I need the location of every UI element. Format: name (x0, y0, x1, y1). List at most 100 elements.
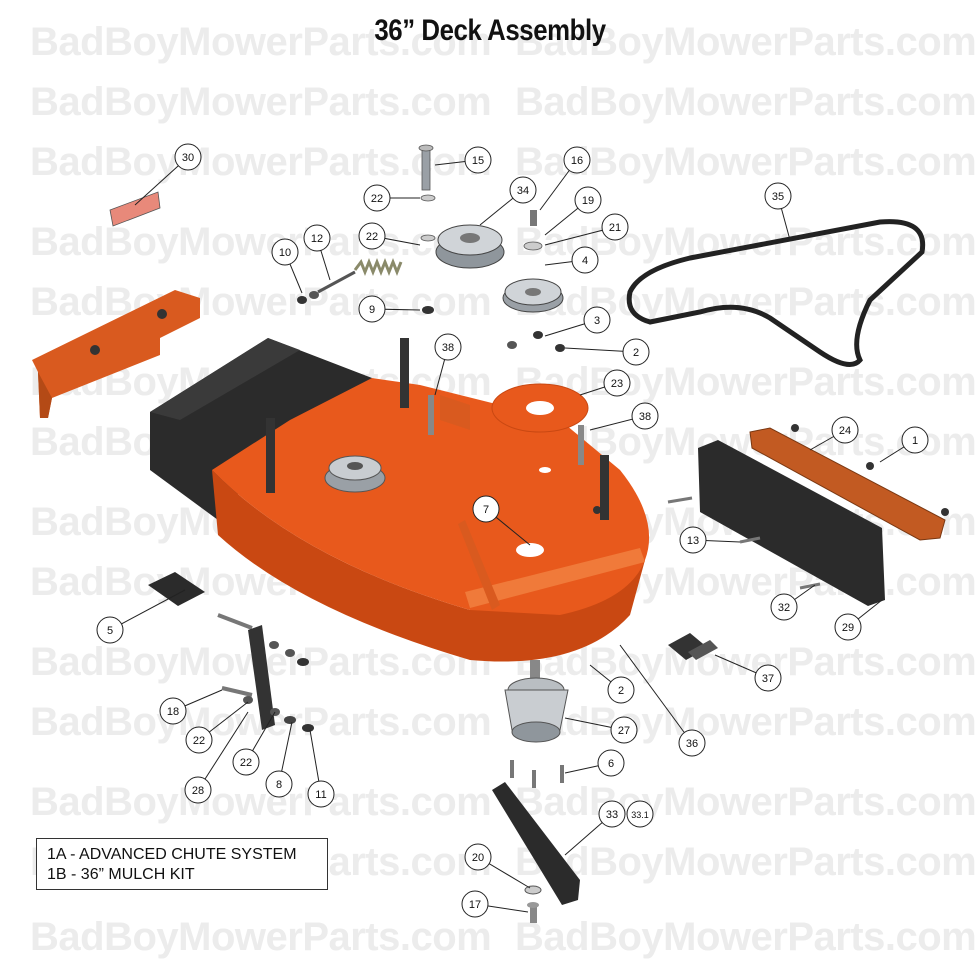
callout-2: 2 (622, 338, 650, 366)
callout-7: 7 (472, 495, 500, 523)
callout-bubble (461, 890, 489, 918)
callout-label: 36 (686, 738, 698, 750)
callout-bubble (831, 416, 859, 444)
baffle-parts (667, 424, 949, 606)
callout-23: 23 (603, 369, 631, 397)
callout-label: 27 (618, 725, 630, 737)
watermark-text: BadBoyMowerParts.com (30, 220, 492, 264)
callout-bubble (603, 369, 631, 397)
callout-label: 17 (469, 899, 481, 911)
callout-bubble (363, 184, 391, 212)
callout-label: 5 (107, 625, 113, 637)
callout-17: 17 (461, 890, 489, 918)
callout-label: 16 (571, 155, 583, 167)
callout-28: 28 (184, 776, 212, 804)
callout-bubble (764, 182, 792, 210)
callout-2: 2 (607, 676, 635, 704)
callout-bubble (678, 729, 706, 757)
spindle-and-blade (492, 660, 580, 923)
callout-37: 37 (754, 664, 782, 692)
callout-29: 29 (834, 613, 862, 641)
callout-label: 22 (193, 735, 205, 747)
watermark-text: BadBoyMowerParts.com (515, 80, 977, 124)
callout-bubble (159, 697, 187, 725)
callout-label: 2 (618, 685, 624, 697)
callout-11: 11 (307, 780, 335, 808)
callout-label: 34 (517, 185, 529, 197)
callout-label: 38 (639, 411, 651, 423)
callout-label: 33.1 (631, 810, 649, 820)
deck-top (212, 378, 650, 615)
idler-assembly (297, 144, 505, 314)
callout-35: 35 (764, 182, 792, 210)
callout-label: 35 (772, 191, 784, 203)
callout-6: 6 (597, 749, 625, 777)
callout-bubble (583, 306, 611, 334)
callout-20: 20 (464, 843, 492, 871)
callout-label: 24 (839, 425, 851, 437)
callout-bubble (597, 749, 625, 777)
note-line: 1A - ADVANCED CHUTE SYSTEM (47, 846, 297, 863)
callout-label: 3 (594, 315, 600, 327)
leader-line (109, 589, 186, 631)
callout-bubble (464, 843, 492, 871)
callout-24: 24 (831, 416, 859, 444)
callout-bubble (574, 186, 602, 214)
warning-decal (148, 572, 205, 606)
callout-33: 33 (598, 800, 626, 828)
callout-label: 10 (279, 247, 291, 259)
callout-34: 34 (509, 176, 537, 204)
callout-label: 21 (609, 222, 621, 234)
callout-bubble (607, 676, 635, 704)
callout-13: 13 (679, 526, 707, 554)
callout-bubble (174, 143, 202, 171)
decal (109, 191, 161, 227)
callout-bubble (509, 176, 537, 204)
callout-bubble (770, 593, 798, 621)
callout-bubble (563, 146, 591, 174)
callout-22: 22 (185, 726, 213, 754)
callout-label: 33 (606, 809, 618, 821)
deck-housing (150, 338, 650, 662)
callout-label: 6 (608, 758, 614, 770)
callout-bubble (754, 664, 782, 692)
callout-label: 9 (369, 304, 375, 316)
watermark-text: BadBoyMowerParts.com (515, 780, 977, 824)
callout-4: 4 (571, 246, 599, 274)
callout-22: 22 (363, 184, 391, 212)
spindle-pulley-stack (428, 210, 589, 465)
watermark-text: BadBoyMowerParts.com (30, 80, 492, 124)
callout-bubble (626, 800, 654, 828)
callout-bubble (434, 333, 462, 361)
callout-bubble (622, 338, 650, 366)
callout-38: 38 (434, 333, 462, 361)
watermark-text: BadBoyMowerParts.com (30, 915, 492, 959)
callout-label: 7 (483, 504, 489, 516)
callout-22: 22 (232, 748, 260, 776)
callout-label: 22 (366, 231, 378, 243)
deck-hanger-bracket (32, 290, 200, 418)
leader-line (619, 644, 693, 744)
callout-15: 15 (464, 146, 492, 174)
callout-label: 13 (687, 535, 699, 547)
page-title: 36” Deck Assembly (374, 14, 606, 47)
callout-label: 19 (582, 195, 594, 207)
callout-label: 11 (315, 789, 326, 801)
callout-bubble (601, 213, 629, 241)
logo-decal (668, 633, 718, 660)
callout-label: 18 (167, 706, 179, 718)
callout-label: 20 (472, 852, 484, 864)
callout-bubble (232, 748, 260, 776)
watermark-text: BadBoyMowerParts.com (30, 140, 492, 184)
callout-bubble (571, 246, 599, 274)
callout-32: 32 (770, 593, 798, 621)
watermark-text: BadBoyMowerParts.com (515, 840, 977, 884)
callout-bubble (901, 426, 929, 454)
watermark-text: BadBoyMowerParts.com (515, 700, 977, 744)
note-line: 1B - 36” MULCH KIT (47, 866, 195, 883)
callout-label: 38 (442, 342, 454, 354)
callout-label: 32 (778, 602, 790, 614)
callout-18: 18 (159, 697, 187, 725)
